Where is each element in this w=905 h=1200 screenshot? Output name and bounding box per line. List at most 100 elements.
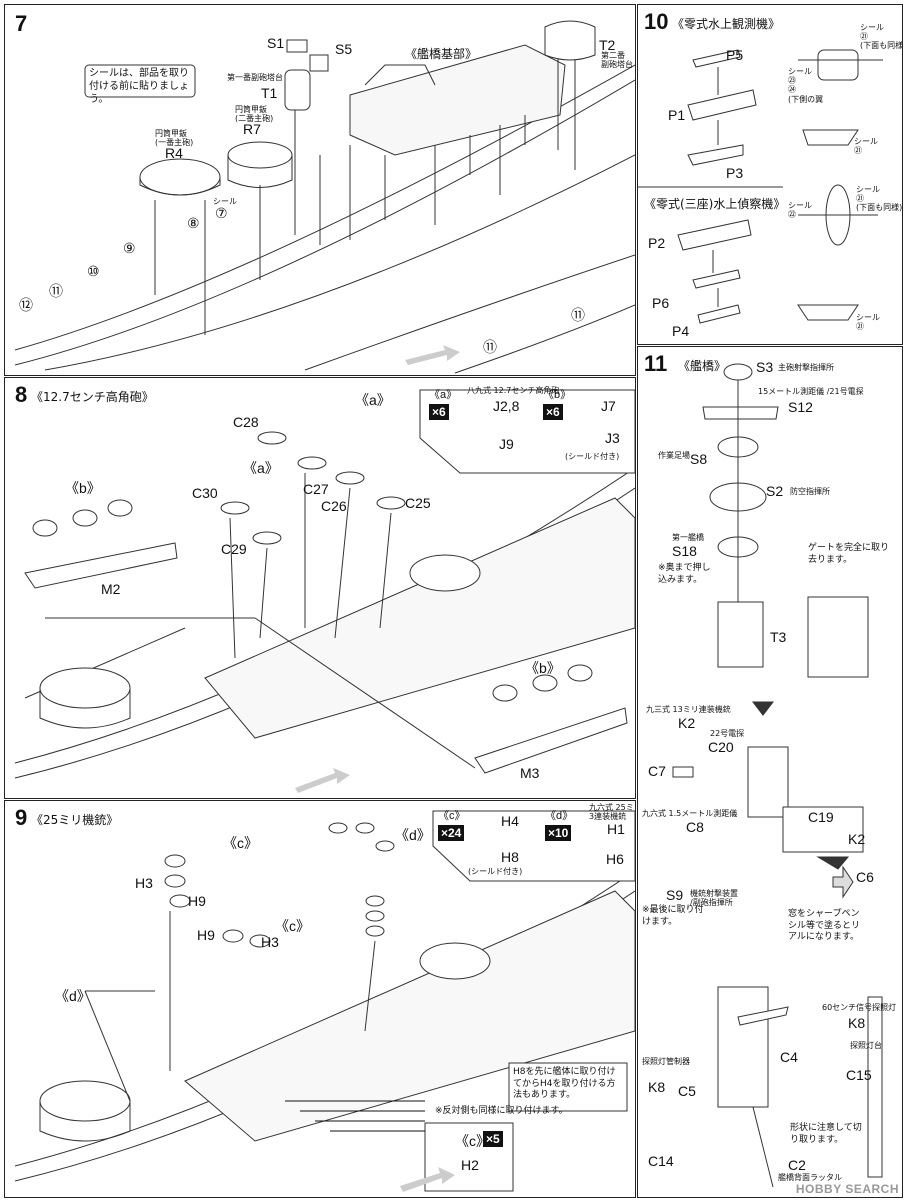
part-label-s5: S5: [335, 41, 353, 57]
mark-d: 《d》: [55, 988, 91, 1004]
step-subtitle: 《零式水上観測機》: [672, 17, 781, 31]
mark-c: 《c》: [275, 918, 310, 934]
seal-number: ⑪: [571, 307, 585, 323]
step-number: 7: [15, 11, 28, 36]
part-label-c6: C6: [856, 869, 874, 885]
part-label-c30: C30: [192, 485, 218, 501]
part-label-h9: H9: [188, 893, 206, 909]
caption-r7: 円筒甲鈑 (二番主砲): [235, 105, 274, 124]
part-label-k2: K2: [678, 715, 696, 731]
part-label-t1: T1: [261, 85, 278, 101]
seal-note: シールは、部品を取り付ける前に貼りましょう。: [89, 68, 189, 105]
seal-note: シール ㉑ (下面も同様): [856, 185, 903, 213]
step7-hull-drawing: [14, 20, 635, 374]
part-label-c7: C7: [648, 763, 666, 779]
caption-t1: 第一番副砲塔台: [227, 73, 283, 82]
mark-b: 《b》: [65, 480, 101, 496]
seal-note: シール ㉑: [854, 137, 878, 156]
part-label-h3: H3: [135, 875, 153, 891]
j-caption: 八九式 12.7センチ高角砲: [467, 386, 560, 395]
step8-panel: 8 《12.7センチ高角砲》 《a》 《a》 《b》 《b》 C28 C27 C…: [4, 377, 636, 799]
part-label-p3: P3: [726, 165, 744, 181]
caption-t2: 第二番 副砲塔台: [601, 51, 633, 70]
part-label-c26: C26: [321, 498, 347, 514]
pencil-note: 窓をシャープペンシル等で塗るとリアルになります。: [788, 909, 861, 943]
part-label-c15: C15: [846, 1067, 872, 1083]
j3-caption: (シールド付き): [565, 452, 620, 461]
part-label-h9: H9: [197, 927, 215, 943]
part-label-h6: H6: [606, 851, 624, 867]
mark-c: 《c》: [223, 835, 258, 851]
part-label-c8: C8: [686, 819, 704, 835]
part-label-c2: C2: [788, 1157, 806, 1173]
caption-c15: 探照灯台: [850, 1041, 882, 1050]
part-label-j7: J7: [601, 398, 616, 414]
step10-panel: 10 《零式水上観測機》 P5 P1 P3 《零式(三座)水上偵察機》 P2 P…: [637, 4, 903, 345]
seal-label: シール: [213, 197, 237, 206]
caption-r4: 円筒甲鈑 (一番主砲): [155, 129, 194, 148]
cut-note: 形状に注意して切り取ります。: [790, 1123, 862, 1145]
s9-note: ※最後に取り付けます。: [642, 905, 704, 927]
seal-number: ⑩: [87, 263, 100, 279]
step-number: 11: [644, 351, 668, 376]
part-label-p5: P5: [726, 47, 744, 63]
step-subtitle: 《12.7センチ高角砲》: [31, 390, 154, 404]
step-number: 10: [644, 9, 669, 34]
part-label-t2: T2: [599, 37, 616, 53]
part-label-c5: C5: [678, 1083, 696, 1099]
part-label-c20: C20: [708, 739, 734, 755]
h1-caption: 九六式 25ミリ 3連装機銃: [589, 803, 635, 822]
part-label-r4: R4: [165, 145, 183, 161]
caption-c20: 22号電探: [710, 729, 745, 738]
step9-hull-drawing: [14, 810, 635, 1192]
part-label-h8: H8: [501, 849, 519, 865]
part-label-k2: K2: [848, 831, 866, 847]
part-label-s18: S18: [672, 543, 697, 559]
step9-panel: 9 《25ミリ機銃》 《c》 《c》 《d》 《d》 H3 H9 H9 H3 ×…: [4, 800, 636, 1198]
step11-panel: 11 《艦橋》 S3 主砲射撃指揮所 15メートル測距儀 /21号電探 S12 …: [637, 346, 903, 1198]
mark-a: 《a》: [355, 392, 391, 408]
mark-a-detail: 《a》: [429, 389, 458, 401]
mark-c-h2: 《c》: [455, 1133, 490, 1149]
caption-c8: 九六式 1.5メートル測距儀: [642, 809, 738, 818]
part-label-j9: J9: [499, 436, 514, 452]
mark-b-detail: 《b》: [543, 389, 572, 401]
caption-s18: 第一艦橋: [672, 533, 704, 542]
mark-d: 《d》: [395, 827, 431, 843]
part-label-s8: S8: [690, 451, 708, 467]
count-badge-a: ×6: [429, 404, 449, 420]
mark-b: 《b》: [525, 660, 561, 676]
part-label-p1: P1: [668, 107, 686, 123]
seal-note: シール ㉓ ㉔ (下側の翼: [788, 67, 824, 104]
part-label-c25: C25: [405, 495, 431, 511]
caption-k8: 60センチ信号探照灯: [822, 1003, 897, 1012]
part-label-j3: J3: [605, 430, 620, 446]
part-label-s9: S9: [666, 887, 684, 903]
seal-number: ⑦: [215, 205, 228, 221]
part-label-k8: K8: [848, 1015, 866, 1031]
step-subtitle: 《25ミリ機銃》: [31, 813, 119, 827]
count-badge-b: ×6: [543, 404, 563, 420]
part-label-r7: R7: [243, 121, 261, 137]
caption-s2: 防空指揮所: [790, 487, 830, 496]
seal-note: シール ㉒: [788, 201, 812, 220]
mark-c-detail: 《c》: [438, 810, 466, 822]
part-label-t3: T3: [770, 629, 787, 645]
seal-number: ⑧: [187, 215, 200, 231]
seal-number: ⑪: [49, 283, 63, 299]
mark-a: 《a》: [243, 460, 279, 476]
mark-d-detail: 《d》: [545, 810, 574, 822]
step10-aircraft-drawing: [638, 49, 883, 324]
part-label-c27: C27: [303, 481, 329, 497]
s18-note: ※奥まで押し込みます。: [658, 563, 711, 585]
caption-s12: 15メートル測距儀 /21号電探: [758, 387, 864, 396]
part-label-c4: C4: [780, 1049, 798, 1065]
step-subtitle: 《艦橋基部》: [405, 47, 478, 61]
part-label-m3: M3: [520, 765, 540, 781]
step-subtitle: 《零式(三座)水上偵察機》: [644, 197, 786, 211]
step-subtitle: 《艦橋》: [678, 359, 727, 373]
part-label-s2: S2: [766, 483, 784, 499]
part-label-c28: C28: [233, 414, 259, 430]
caption-s3: 主砲射撃指揮所: [778, 363, 834, 372]
part-label-h3: H3: [261, 934, 279, 950]
